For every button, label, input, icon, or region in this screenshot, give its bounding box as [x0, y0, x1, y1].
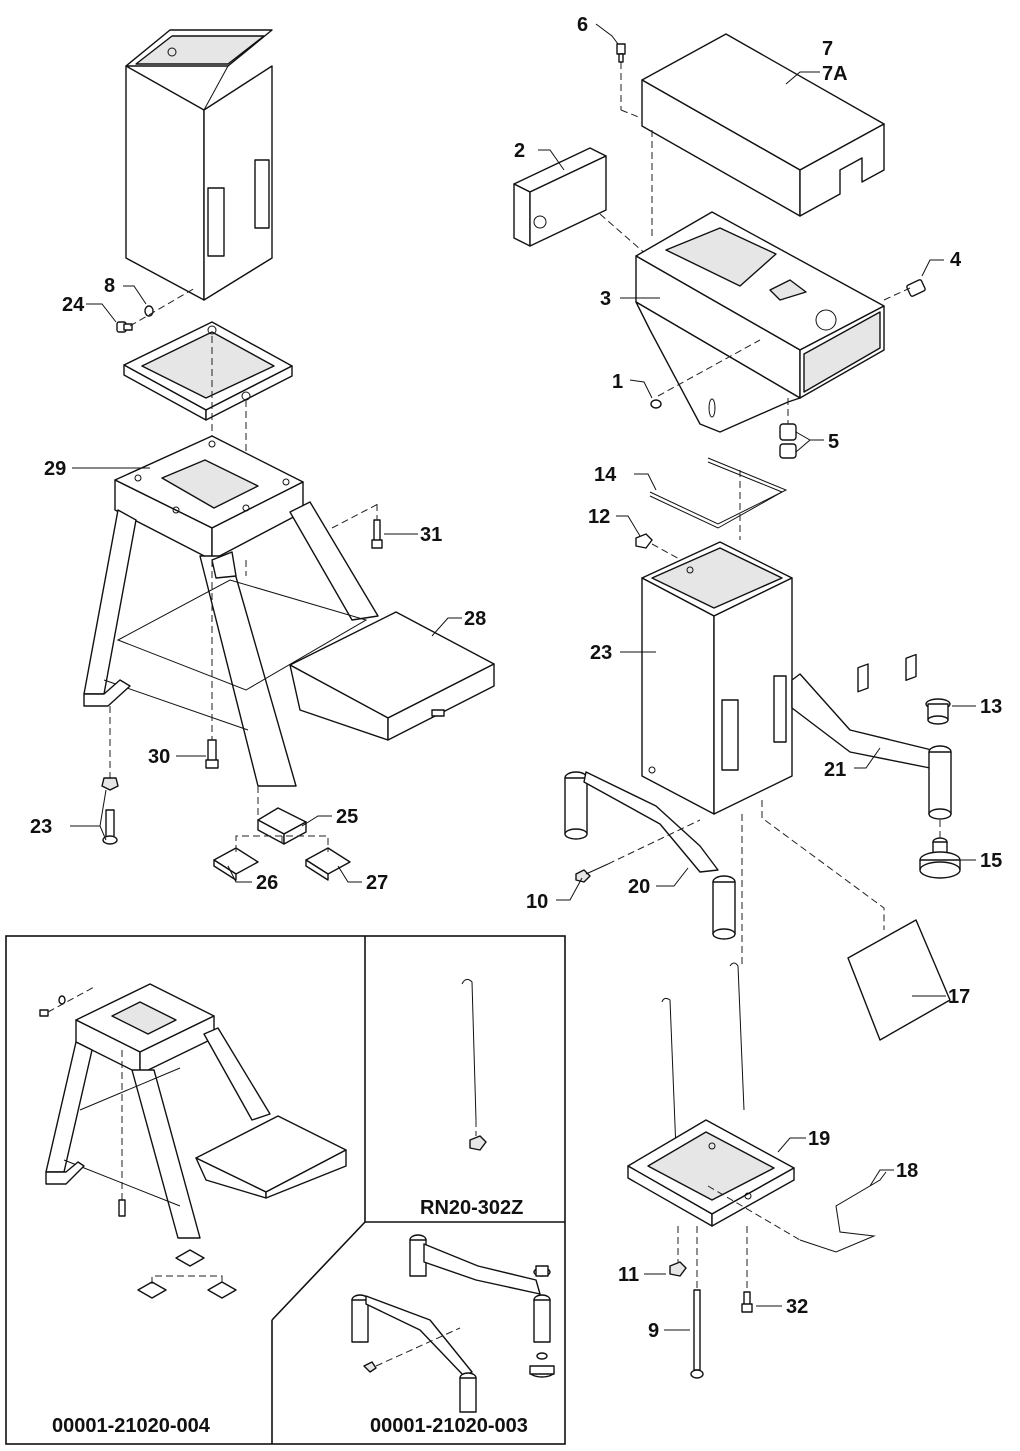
- callout-22: 23: [590, 642, 612, 664]
- cap-13: [925, 698, 951, 725]
- foot-15: [919, 837, 961, 879]
- callout-26: 26: [256, 872, 278, 894]
- mounting-frame: [123, 321, 293, 421]
- callout-13: 13: [980, 696, 1002, 718]
- foot-pad-25: [257, 807, 307, 845]
- stand-29: [83, 435, 379, 787]
- callout-18: 18: [896, 1160, 918, 1182]
- callout-8: 8: [104, 275, 115, 297]
- callout-7a: 7A: [822, 63, 848, 85]
- callout-29: 29: [44, 458, 66, 480]
- callout-10: 10: [526, 891, 548, 913]
- screw-30: [205, 739, 219, 769]
- panel-17: [847, 653, 951, 1041]
- threaded-rod-pair: [661, 962, 745, 1151]
- spacer-5: [779, 423, 797, 459]
- callout-labels: 6 7 7A 2 4 3 1 5 14 12 23 13 21 15 20 10…: [30, 14, 1002, 1342]
- callout-19: 19: [808, 1128, 830, 1150]
- bolt-23: [101, 777, 119, 845]
- plug-1: [650, 399, 662, 409]
- screw-24: [116, 321, 133, 333]
- kit-label-legs: 00001-21020-003: [370, 1415, 528, 1437]
- leg-21: [791, 673, 952, 820]
- callout-20: 20: [628, 876, 650, 898]
- callout-27: 27: [366, 872, 388, 894]
- switch-plate-2: [513, 147, 607, 247]
- upper-column-housing: [125, 29, 273, 301]
- kit-rod-illustration: [461, 978, 487, 1151]
- base-frame-19: [627, 1119, 795, 1227]
- rod-18: [799, 1171, 887, 1253]
- callout-9: 9: [648, 1320, 659, 1342]
- callout-1: 1: [612, 371, 623, 393]
- foot-pad-26: [213, 847, 259, 881]
- callout-11: 11: [618, 1264, 639, 1286]
- screw-6: [616, 43, 626, 63]
- leg-20: [564, 771, 736, 940]
- nut-12: [635, 533, 653, 549]
- callout-24: 24: [62, 294, 85, 316]
- callout-3: 3: [600, 288, 611, 310]
- kit-label-rod: RN20-302Z: [420, 1197, 523, 1219]
- bolt-10: [575, 863, 609, 883]
- callout-25: 25: [336, 806, 358, 828]
- callout-14: 14: [594, 464, 617, 486]
- rod-14: [649, 457, 788, 529]
- foot-pedal-28: [289, 611, 495, 741]
- bushing-4: [906, 279, 926, 297]
- callout-31: 31: [420, 524, 442, 546]
- cover-7: [641, 33, 885, 217]
- callout-23: 23: [30, 816, 52, 838]
- leader-lines: [70, 23, 976, 1331]
- callout-2: 2: [514, 140, 525, 162]
- screw-31: [371, 519, 383, 549]
- callout-12: 12: [588, 506, 610, 528]
- callout-4: 4: [950, 249, 962, 271]
- kit-legs-illustration: [351, 1234, 555, 1413]
- callout-5: 5: [828, 431, 839, 453]
- callout-21: 21: [824, 759, 846, 781]
- callout-32: 32: [786, 1296, 808, 1318]
- callout-30: 30: [148, 746, 170, 768]
- column-22: [641, 541, 793, 815]
- callout-15: 15: [980, 850, 1002, 872]
- kit-box-frame: [5, 935, 566, 1445]
- kit-label-stand: 00001-21020-004: [52, 1415, 211, 1437]
- callout-28: 28: [464, 608, 486, 630]
- callout-6: 6: [577, 14, 588, 36]
- motor-housing-3: [635, 211, 885, 433]
- kit-stand-illustration: [39, 983, 347, 1299]
- bolt-9: [690, 1289, 704, 1379]
- callout-7: 7: [822, 38, 833, 60]
- callout-17: 17: [948, 986, 970, 1008]
- nut-11: [669, 1261, 687, 1277]
- screw-32: [741, 1291, 753, 1313]
